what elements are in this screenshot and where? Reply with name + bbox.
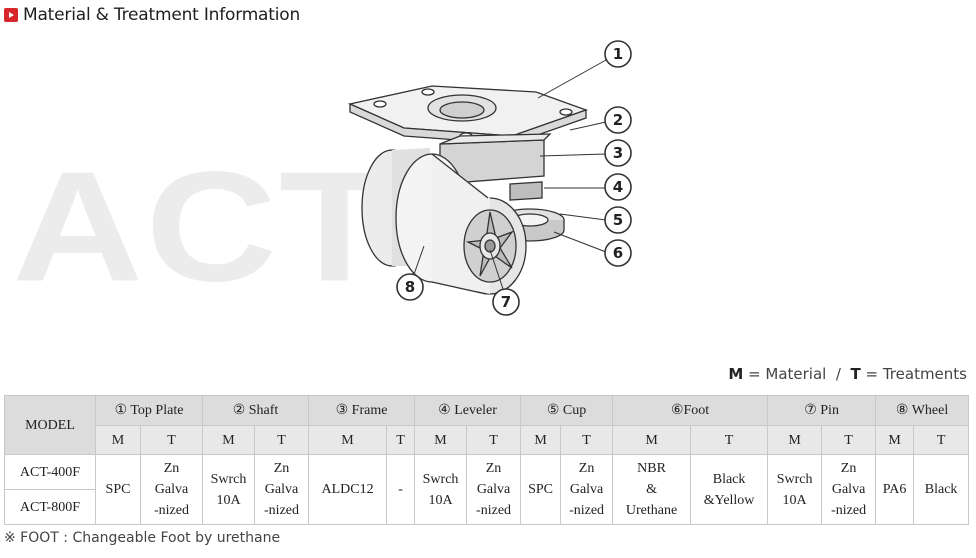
header-top-plate: ① Top Plate (95, 395, 203, 426)
material-treatment-table: MODEL ① Top Plate ② Shaft ③ Frame ④ Leve… (4, 395, 970, 525)
table-subheader-row: M T M T M T M T M T M T M T M T (5, 425, 970, 455)
subheader-t: T (386, 425, 416, 455)
callout-label-1: 1 (613, 45, 623, 63)
subheader-m: M (202, 425, 255, 455)
header-cup: ⑤ Cup (520, 395, 614, 426)
legend-t-key: T (850, 365, 861, 383)
callout-label-8: 8 (405, 278, 415, 296)
caster-exploded-diagram: 1 2 3 4 5 6 7 8 (347, 40, 632, 316)
header-wheel: ⑧ Wheel (875, 395, 970, 426)
callout-label-7: 7 (501, 293, 511, 311)
subheader-m: M (308, 425, 388, 455)
callout-7 (492, 288, 520, 316)
red-arrow-bullet-icon (4, 8, 18, 22)
table-header-row: MODEL ① Top Plate ② Shaft ③ Frame ④ Leve… (4, 395, 970, 455)
foot-treatment: Black&Yellow (690, 454, 769, 525)
header-frame: ③ Frame (308, 395, 416, 426)
callout-3 (604, 139, 632, 167)
section-heading: Material & Treatment Information (4, 4, 300, 26)
callout-8 (396, 273, 424, 301)
frame-treatment: - (386, 454, 416, 525)
subheader-t: T (466, 425, 522, 455)
subheader-t: T (913, 425, 970, 455)
table-row: ACT-800F (4, 489, 969, 525)
subheader-t: T (140, 425, 203, 455)
subheader-t: T (821, 425, 877, 455)
callout-label-2: 2 (613, 111, 623, 129)
header-shaft: ② Shaft (201, 395, 310, 426)
section-title: Material & Treatment Information (23, 5, 301, 25)
subheader-m: M (612, 425, 692, 455)
callout-4 (604, 173, 632, 201)
act-watermark: ACT (12, 138, 393, 314)
callout-5 (604, 206, 632, 234)
callout-2 (604, 106, 632, 134)
subheader-m: M (414, 425, 468, 455)
header-leveler: ④ Leveler (414, 395, 522, 426)
model-cell: ACT-400F (4, 454, 96, 490)
header-foot: ⑥Foot (612, 395, 769, 426)
subheader-t: T (560, 425, 614, 455)
model-header: MODEL (4, 395, 96, 455)
callout-label-5: 5 (613, 211, 623, 229)
footnote: ※ FOOT : Changeable Foot by urethane (4, 530, 281, 546)
wheel-treatment: Black (913, 454, 970, 525)
subheader-m: M (767, 425, 823, 455)
cup-material: SPC (520, 454, 562, 525)
legend-m-key: M (728, 365, 744, 383)
frame-material: ALDC12 (308, 454, 388, 525)
subheader-t: T (253, 425, 310, 455)
subheader-m: M (95, 425, 141, 455)
material-treatment-legend: M = Material / T = Treatments (728, 365, 967, 383)
legend-t-text: = Treatments (865, 365, 967, 383)
callout-1 (604, 40, 632, 68)
model-cell: ACT-800F (4, 489, 96, 525)
callout-label-4: 4 (613, 178, 623, 196)
header-pin: ⑦ Pin (767, 395, 877, 426)
subheader-t: T (690, 425, 769, 455)
callout-6 (604, 239, 632, 267)
subheader-m: M (875, 425, 915, 455)
legend-separator: / (835, 365, 841, 383)
legend-m-text: = Material (748, 365, 827, 383)
callout-label-3: 3 (613, 144, 623, 162)
wheel-material: PA6 (875, 454, 915, 525)
subheader-m: M (520, 425, 562, 455)
callout-label-6: 6 (613, 244, 623, 262)
top-plate-material: SPC (95, 454, 141, 525)
foot-material: NBR&Urethane (612, 454, 692, 525)
